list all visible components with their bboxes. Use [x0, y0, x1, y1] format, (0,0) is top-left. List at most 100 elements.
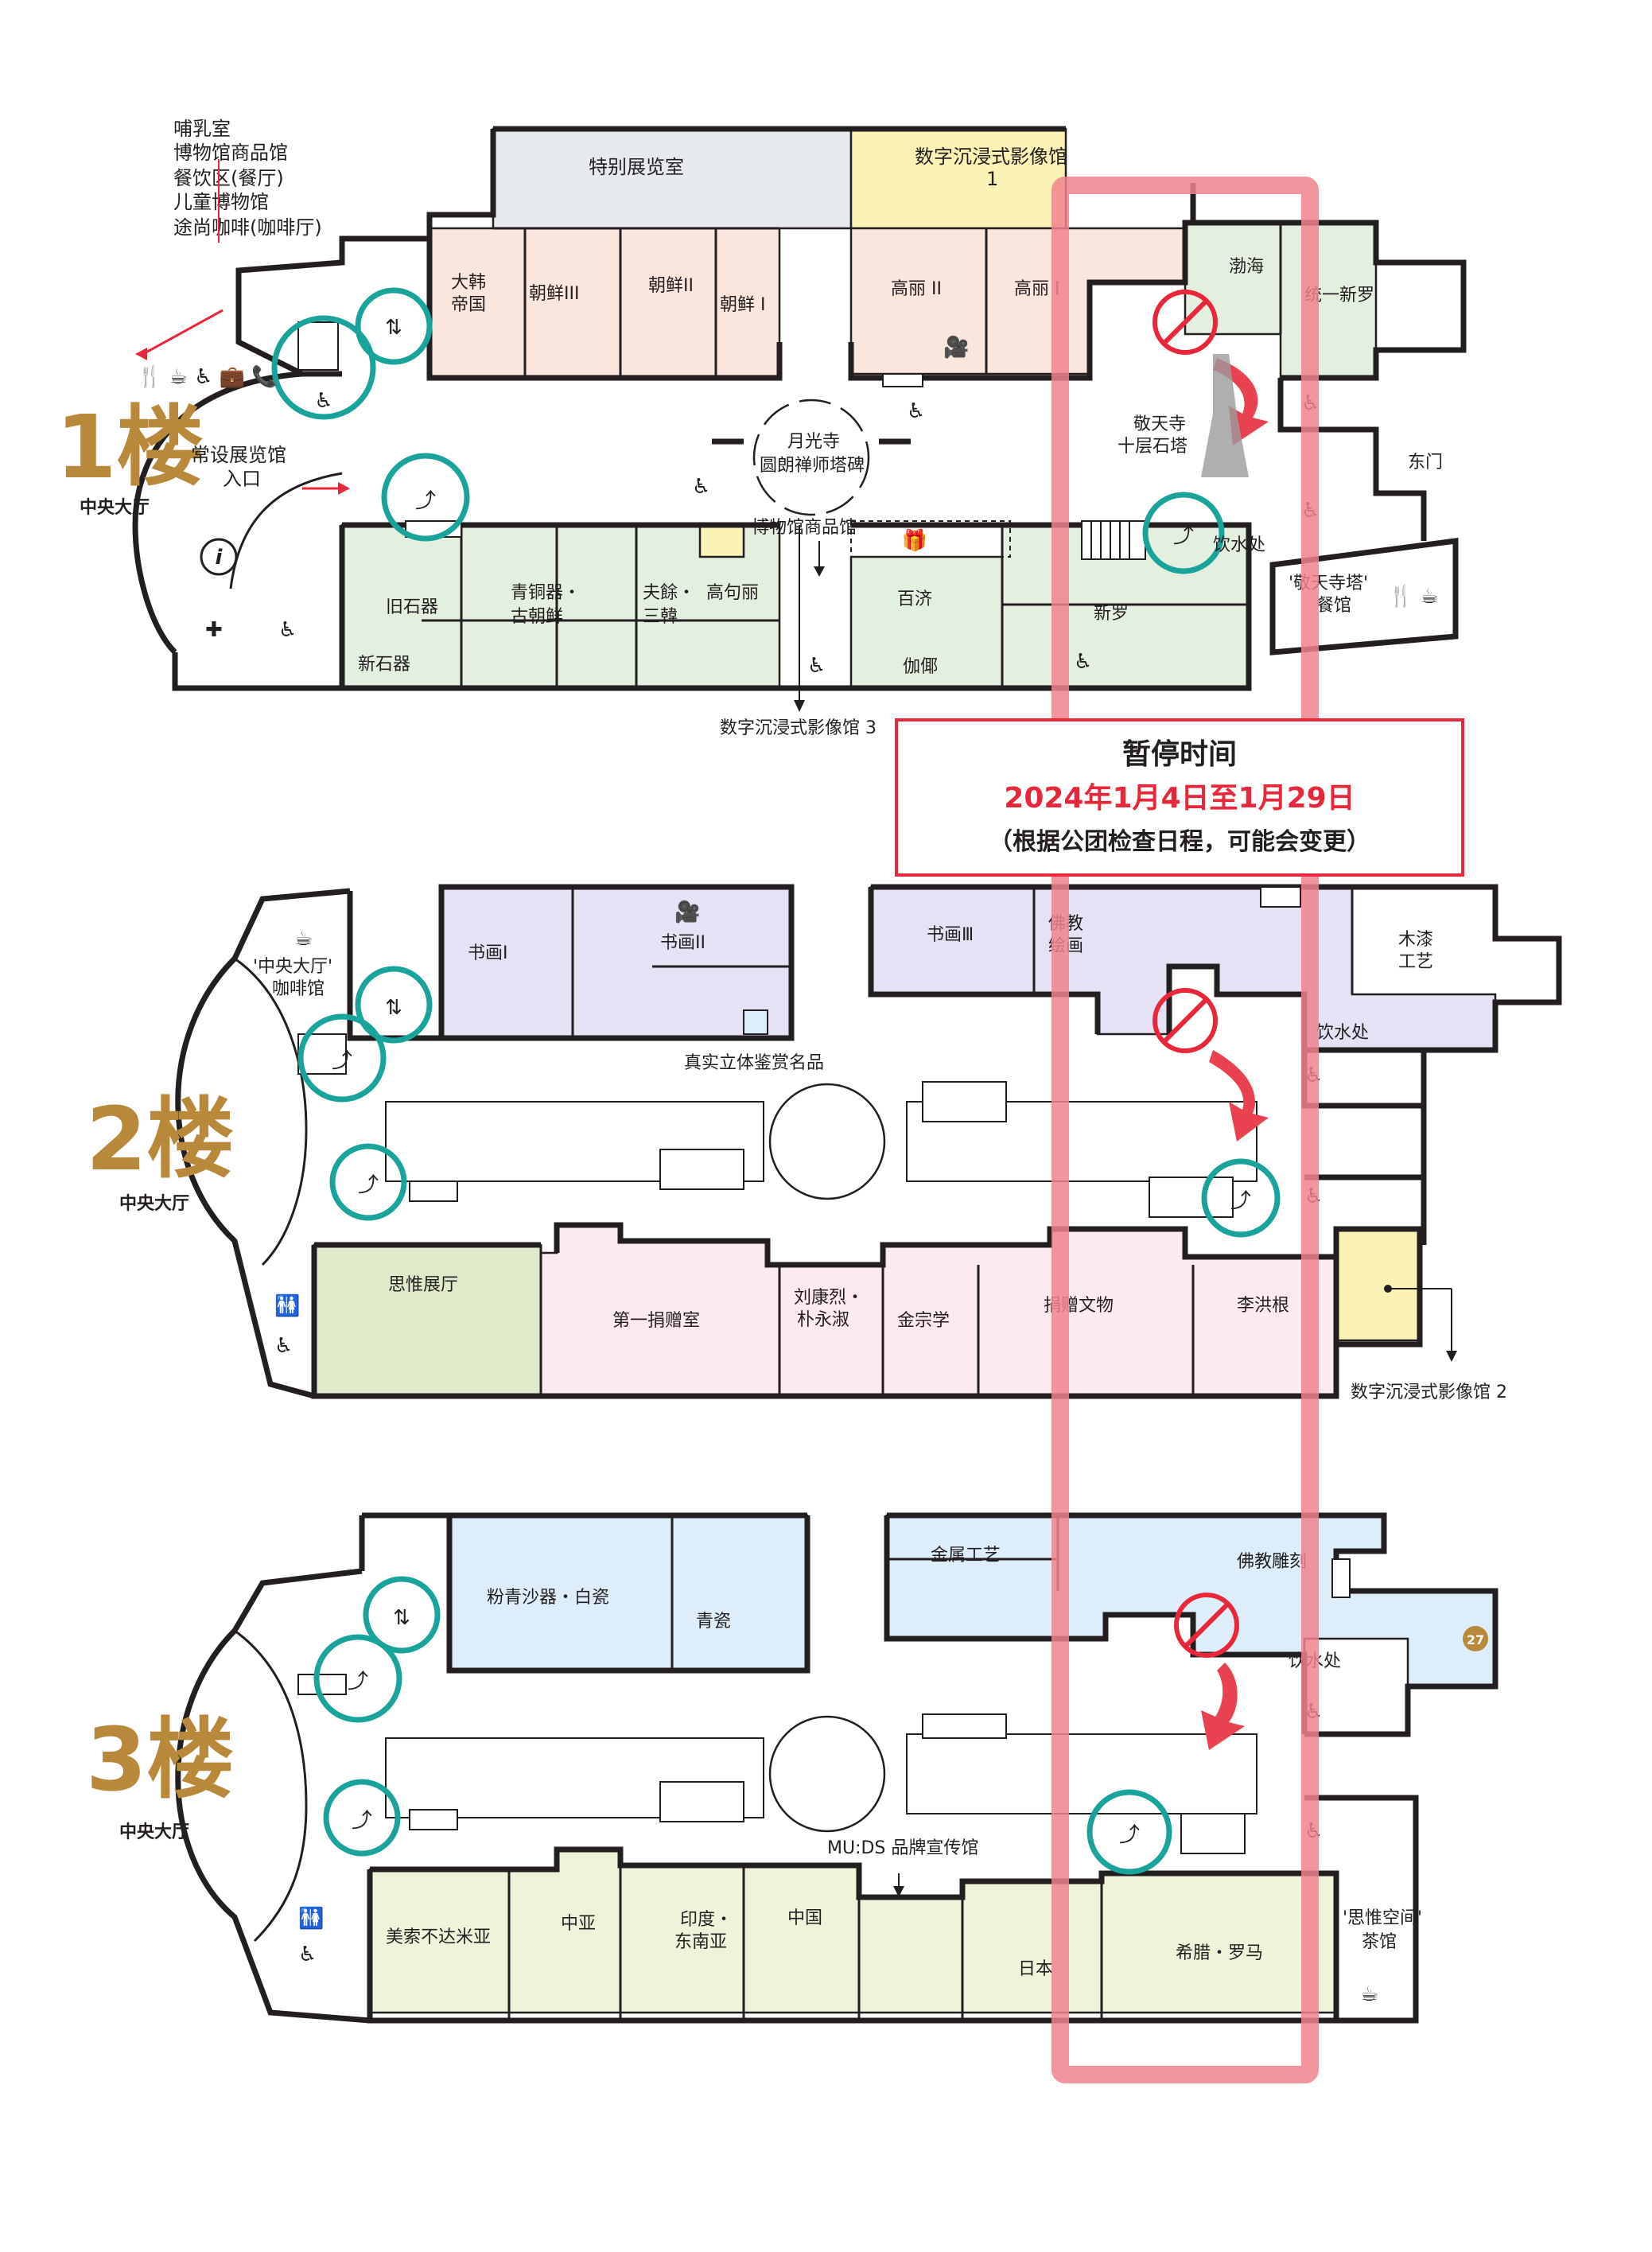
- svg-text:♿: ♿: [807, 654, 826, 678]
- label-joseon-2: 朝鲜II: [648, 276, 694, 296]
- notice-title: 暂停时间: [1122, 738, 1237, 771]
- label-calligraphy-1: 书画I: [468, 943, 508, 963]
- label-india-line2: 东南亚: [674, 1932, 727, 1952]
- label-buddhist-sculpture: 佛教雕刻: [1237, 1552, 1307, 1572]
- label-teahouse-line2: 茶馆: [1362, 1932, 1397, 1952]
- svg-text:♿: ♿: [1074, 650, 1092, 674]
- label-gaya: 伽倻: [903, 657, 938, 677]
- label-buncheong: 粉青沙器・白瓷: [487, 1588, 609, 1608]
- label-contemplation: 思惟展厅: [388, 1275, 458, 1295]
- label-balhae: 渤海: [1229, 257, 1264, 277]
- label-central-asia: 中亚: [561, 1914, 596, 1934]
- label-india-line1: 印度・: [680, 1910, 733, 1930]
- amenity-food-court: 餐饮区(餐厅): [173, 167, 284, 189]
- svg-text:🎥: 🎥: [943, 335, 969, 360]
- label-cafe-line1: '中央大厅': [253, 957, 332, 977]
- label-kim: 金宗学: [897, 1311, 950, 1331]
- svg-text:♿: ♿: [274, 1334, 293, 1358]
- svg-text:♿: ♿: [278, 618, 297, 642]
- label-restaurant-line1: '敬天寺塔': [1289, 574, 1368, 593]
- entrance-label-line2: 入口: [223, 468, 261, 490]
- floor-3-hall-label: 中央大厅: [119, 1822, 189, 1842]
- amenity-cafe: 途尚咖啡(咖啡厅): [173, 216, 322, 239]
- floor-1: i ✚ ⇅ ♿ ⤴ ⤴ ♿ ♿ ♿ ♿: [56, 118, 1467, 738]
- label-bronze-line2: 古朝鲜: [511, 607, 563, 627]
- room-digital-1[interactable]: [849, 127, 1067, 230]
- amenity-childrens-museum: 儿童博物馆: [173, 191, 269, 213]
- svg-text:☕: ☕: [294, 927, 313, 951]
- label-joseon-1: 朝鲜 I: [720, 295, 765, 315]
- label-goguryeo: 高句丽: [706, 583, 759, 603]
- label-goryeo-2: 高丽 II: [891, 279, 942, 299]
- svg-text:⤴: ⤴: [352, 1809, 372, 1833]
- floor-3-number: 3楼: [86, 1709, 235, 1811]
- svg-text:⤴: ⤴: [1230, 1189, 1251, 1213]
- badge-27: 27: [1467, 1632, 1484, 1647]
- label-china: 中国: [787, 1908, 822, 1928]
- notice-dates: 2024年1月4日至1月29日: [1004, 782, 1355, 815]
- label-calligraphy-3: 书画Ⅲ: [927, 925, 974, 945]
- svg-text:⤴: ⤴: [1173, 524, 1194, 548]
- label-muds: MU:DS 品牌宣传馆: [827, 1838, 978, 1858]
- svg-text:🚻: 🚻: [274, 1293, 300, 1318]
- label-buyeo-line1: 夫餘・: [643, 583, 695, 603]
- label-liu-line1: 刘康烈・: [794, 1288, 864, 1308]
- label-digital-2: 数字沉浸式影像馆 2: [1351, 1383, 1507, 1402]
- room-contemplation[interactable]: [313, 1243, 542, 1398]
- svg-text:⇅: ⇅: [385, 996, 402, 1020]
- svg-text:🎥: 🎥: [674, 900, 700, 924]
- label-lee: 李洪根: [1237, 1296, 1289, 1316]
- label-digital-1-line1: 数字沉浸式影像馆: [915, 146, 1067, 168]
- label-donation-1: 第一捐赠室: [612, 1311, 700, 1331]
- label-digital-1-line2: 1: [986, 168, 998, 190]
- svg-text:⤴: ⤴: [415, 489, 436, 513]
- room-goguryeo[interactable]: [698, 523, 745, 558]
- label-lacquer-line1: 木漆: [1398, 930, 1433, 950]
- svg-text:⇅: ⇅: [385, 316, 402, 340]
- amenity-museum-shop: 博物馆商品馆: [173, 142, 288, 164]
- svg-text:i: i: [216, 546, 224, 570]
- label-daehan-line2: 帝国: [451, 295, 486, 315]
- svg-text:🍴 ☕: 🍴 ☕: [1388, 584, 1439, 609]
- label-celadon: 青瓷: [696, 1612, 731, 1632]
- floor-3: ⇅ ⤴ ⤴ ⤴ 27 ♿ ♿ 🚻 ♿ ☕ 3楼 中央大厅 粉青沙器・白瓷 青瓷 …: [86, 1512, 1498, 2024]
- entrance-label-line1: 常设展览馆: [191, 444, 286, 466]
- label-metal: 金属工艺: [931, 1546, 1001, 1566]
- room-ceramics-block[interactable]: [448, 1514, 809, 1672]
- label-lacquer-line2: 工艺: [1398, 952, 1433, 972]
- label-buyeo-line2: 三韓: [643, 607, 678, 627]
- room-goryeo-block[interactable]: [849, 227, 1187, 375]
- svg-text:✚: ✚: [205, 618, 223, 642]
- svg-text:♿: ♿: [314, 389, 332, 413]
- label-pagoda-line2: 十层石塔: [1118, 437, 1187, 457]
- label-greece-rome: 希腊・罗马: [1176, 1943, 1263, 1963]
- floor-2: ⇅ ⤴ ⤴ ⤴ ♿ ♿ 🚻 ♿ 🎥 ☕ 2楼 中央大厅 '中央大厅' 咖啡馆 书…: [86, 884, 1562, 1402]
- label-pagoda-line1: 敬天寺: [1133, 414, 1186, 434]
- notice-note: （根据公团检查日程，可能会变更）: [989, 828, 1370, 856]
- svg-text:⤴: ⤴: [332, 1049, 352, 1073]
- label-paleolithic: 旧石器: [386, 597, 438, 617]
- svg-text:⤴: ⤴: [348, 1670, 368, 1694]
- floor-2-number: 2楼: [86, 1088, 235, 1190]
- floor-1-number: 1楼: [56, 396, 204, 498]
- label-calligraphy-2: 书画II: [660, 933, 706, 953]
- svg-text:⤴: ⤴: [1119, 1823, 1140, 1847]
- label-liu-line2: 朴永淑: [797, 1310, 849, 1330]
- label-water-2: 饮水处: [1316, 1023, 1369, 1043]
- room-digital-2[interactable]: [1335, 1227, 1421, 1342]
- room-special-exhibition[interactable]: [492, 127, 853, 230]
- svg-text:☕: ☕: [1360, 1982, 1378, 2006]
- label-teahouse-line1: '思惟空间': [1343, 1908, 1422, 1928]
- label-mesopotamia: 美索不达米亚: [386, 1927, 491, 1947]
- label-special-exhibition: 特别展览室: [589, 156, 684, 178]
- suspension-notice: 暂停时间 2024年1月4日至1月29日 （根据公团检查日程，可能会变更）: [895, 718, 1464, 877]
- floor-1-hall-label: 中央大厅: [80, 497, 150, 518]
- room-calligraphy-block[interactable]: [440, 885, 793, 1040]
- label-neolithic: 新石器: [358, 655, 410, 675]
- label-realistic: 真实立体鉴赏名品: [684, 1053, 824, 1073]
- svg-text:⇅: ⇅: [393, 1606, 410, 1630]
- svg-text:♿: ♿: [298, 1943, 317, 1966]
- label-japan: 日本: [1018, 1959, 1053, 1979]
- label-silla: 新罗: [1094, 604, 1129, 624]
